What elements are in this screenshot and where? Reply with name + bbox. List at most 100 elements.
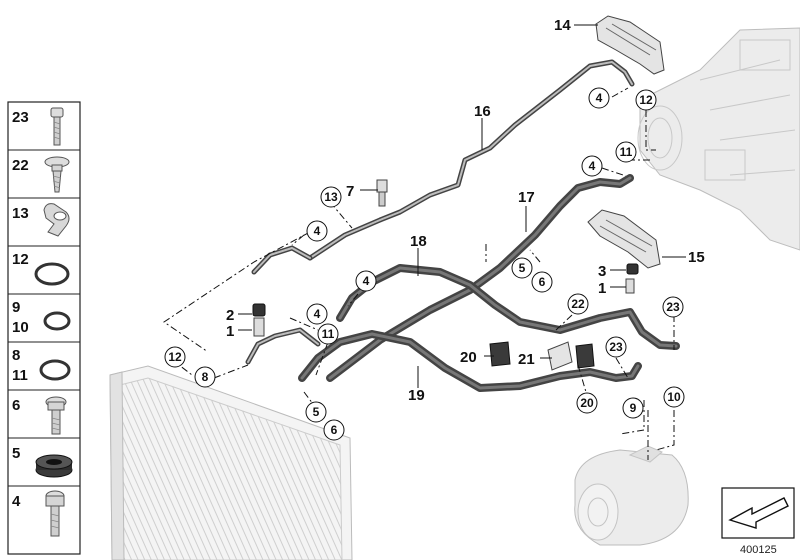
leader-lines bbox=[238, 24, 686, 388]
condenser-radiator[interactable] bbox=[109, 365, 353, 560]
svg-text:20: 20 bbox=[580, 396, 594, 410]
holder-20[interactable] bbox=[489, 341, 511, 367]
circled-22[interactable]: 22 bbox=[567, 293, 589, 315]
circled-4-c[interactable]: 4 bbox=[306, 220, 328, 242]
callout-labels: 14 16 7 17 18 15 3 1 2 1 20 21 19 bbox=[226, 17, 705, 404]
circled-5-a[interactable]: 5 bbox=[511, 257, 533, 279]
legend-cell-6[interactable]: 6 bbox=[12, 396, 67, 435]
hose-clip-icon bbox=[43, 203, 70, 237]
circled-4-a[interactable]: 4 bbox=[588, 87, 610, 109]
circled-12-b[interactable]: 12 bbox=[164, 346, 186, 368]
circled-13[interactable]: 13 bbox=[320, 186, 342, 208]
svg-text:4: 4 bbox=[314, 307, 321, 321]
callout-7: 7 bbox=[346, 183, 354, 200]
legend-cell-22[interactable]: 22 bbox=[12, 156, 70, 193]
circled-4-d[interactable]: 4 bbox=[355, 270, 377, 292]
svg-text:23: 23 bbox=[666, 300, 680, 314]
valve-cap-2[interactable] bbox=[252, 303, 266, 317]
legend-cell-4[interactable]: 4 bbox=[12, 490, 65, 537]
svg-text:4: 4 bbox=[363, 274, 370, 288]
legend-cell-5[interactable]: 5 bbox=[12, 445, 73, 478]
circled-6-a[interactable]: 6 bbox=[531, 271, 553, 293]
bracket-14[interactable] bbox=[595, 15, 665, 75]
service-valve-1b[interactable] bbox=[625, 278, 635, 294]
service-valve-1[interactable] bbox=[253, 317, 265, 337]
legend-label: 23 bbox=[12, 109, 29, 126]
svg-text:4: 4 bbox=[596, 91, 603, 105]
svg-text:8: 8 bbox=[202, 370, 209, 384]
svg-text:9: 9 bbox=[630, 401, 637, 415]
svg-text:6: 6 bbox=[539, 275, 546, 289]
circled-5-b[interactable]: 5 bbox=[305, 401, 327, 423]
svg-text:11: 11 bbox=[620, 145, 633, 159]
legend-label: 9 bbox=[12, 299, 20, 316]
circled-23-a[interactable]: 23 bbox=[662, 296, 684, 318]
callout-19: 19 bbox=[408, 387, 425, 404]
circled-20[interactable]: 20 bbox=[576, 392, 598, 414]
svg-text:4: 4 bbox=[314, 224, 321, 238]
legend-label: 4 bbox=[12, 493, 21, 510]
o-ring-icon bbox=[34, 262, 70, 286]
legend-label: 5 bbox=[12, 445, 20, 462]
svg-text:12: 12 bbox=[639, 93, 653, 107]
circled-4-e[interactable]: 4 bbox=[306, 303, 328, 325]
svg-text:12: 12 bbox=[168, 350, 182, 364]
circled-4-b[interactable]: 4 bbox=[581, 155, 603, 177]
callout-1-right: 1 bbox=[598, 280, 606, 297]
callout-1-left: 1 bbox=[226, 323, 234, 340]
o-ring-icon bbox=[43, 311, 71, 331]
legend-cell-9-10[interactable]: 9 10 bbox=[12, 299, 71, 336]
legend-label: 22 bbox=[12, 157, 29, 174]
circled-11-a[interactable]: 11 bbox=[615, 141, 637, 163]
flange-screw-icon bbox=[44, 156, 70, 193]
orientation-arrow-box bbox=[721, 487, 795, 539]
valve-cap-3[interactable] bbox=[626, 263, 639, 275]
svg-text:5: 5 bbox=[519, 261, 526, 275]
svg-text:13: 13 bbox=[324, 190, 338, 204]
svg-text:22: 22 bbox=[571, 297, 585, 311]
hex-socket-bolt-icon bbox=[50, 107, 64, 146]
legend-cell-12[interactable]: 12 bbox=[12, 251, 70, 286]
legend-label: 13 bbox=[12, 205, 29, 222]
legend-cell-8-11[interactable]: 8 11 bbox=[12, 347, 71, 384]
callout-3: 3 bbox=[598, 263, 606, 280]
circled-23-b[interactable]: 23 bbox=[605, 336, 627, 358]
o-ring-icon bbox=[39, 359, 71, 381]
rubber-grommet-icon bbox=[35, 454, 73, 478]
callout-2: 2 bbox=[226, 307, 234, 324]
bracket-15[interactable] bbox=[587, 209, 661, 269]
circled-6-b[interactable]: 6 bbox=[323, 419, 345, 441]
svg-text:10: 10 bbox=[667, 390, 681, 404]
callout-18: 18 bbox=[410, 233, 427, 250]
legend-label: 10 bbox=[12, 319, 29, 336]
svg-text:5: 5 bbox=[313, 405, 320, 419]
ac-compressor[interactable] bbox=[574, 445, 689, 546]
torx-bolt-short-icon bbox=[45, 490, 65, 537]
torx-bolt-icon bbox=[45, 396, 67, 435]
legend-cell-23[interactable]: 23 bbox=[12, 107, 64, 146]
callout-17: 17 bbox=[518, 189, 535, 206]
refrigerant-lines bbox=[245, 59, 680, 392]
direction-arrow-icon bbox=[728, 497, 789, 529]
assembly-dash-lines bbox=[163, 87, 675, 460]
legend-cell-13[interactable]: 13 bbox=[12, 203, 70, 237]
circled-11-b[interactable]: 11 bbox=[317, 323, 339, 345]
circled-callouts: 4 12 4 11 13 4 5 6 4 22 23 4 11 12 8 23 … bbox=[164, 87, 685, 441]
holder-21[interactable] bbox=[547, 341, 595, 371]
callout-21: 21 bbox=[518, 351, 535, 368]
legend-label: 12 bbox=[12, 251, 29, 268]
legend-label: 11 bbox=[12, 367, 28, 384]
circled-12-a[interactable]: 12 bbox=[635, 89, 657, 111]
circled-9[interactable]: 9 bbox=[622, 397, 644, 419]
legend-label: 8 bbox=[12, 347, 20, 364]
circled-8[interactable]: 8 bbox=[194, 366, 216, 388]
circled-10[interactable]: 10 bbox=[663, 386, 685, 408]
legend-label: 6 bbox=[12, 397, 20, 414]
pressure-sensor-7[interactable] bbox=[376, 179, 388, 207]
diagram-reference-number: 400125 bbox=[740, 544, 777, 556]
callout-16: 16 bbox=[474, 103, 491, 120]
svg-text:23: 23 bbox=[609, 340, 623, 354]
evaporator-housing[interactable] bbox=[637, 27, 800, 251]
svg-text:6: 6 bbox=[331, 423, 338, 437]
